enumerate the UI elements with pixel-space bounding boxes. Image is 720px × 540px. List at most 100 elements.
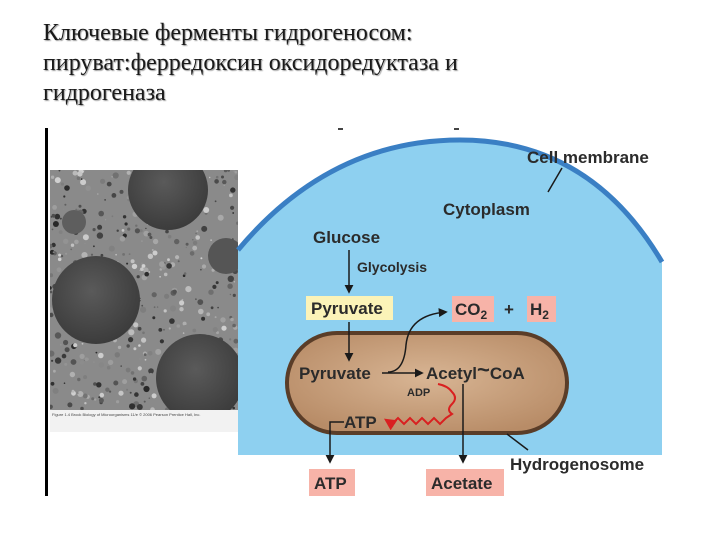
micrograph-speck (210, 306, 214, 310)
micrograph-speck (144, 271, 149, 277)
micrograph-speck (92, 361, 95, 364)
hydrogenosome-organelle (285, 331, 569, 435)
micrograph-speck (108, 245, 115, 252)
micrograph-speck (234, 174, 238, 181)
micrograph-speck (65, 252, 68, 255)
micrograph-speck (97, 193, 99, 195)
micrograph-speck (201, 225, 208, 232)
micrograph-image (50, 170, 238, 412)
h2-label: H2 (530, 300, 549, 322)
micrograph-organelle (62, 210, 86, 234)
micrograph-speck (172, 289, 177, 294)
micrograph-speck (152, 316, 156, 320)
micrograph-speck (83, 375, 88, 380)
micrograph-speck (121, 229, 125, 232)
micrograph-speck (111, 175, 113, 178)
cell-membrane-pointer (547, 167, 563, 193)
micrograph-speck (138, 344, 141, 347)
micrograph-speck (232, 293, 236, 297)
title-line-2: пируват:ферредоксин оксидоредуктаза и (43, 50, 458, 76)
micrograph-speck (130, 371, 135, 375)
micrograph-speck (208, 289, 214, 295)
micrograph-speck (149, 236, 153, 239)
micrograph-speck (50, 286, 52, 290)
micrograph-speck (144, 358, 147, 361)
micrograph-speck (74, 239, 79, 245)
micrograph-speck (96, 232, 104, 239)
micrograph-speck (229, 293, 232, 296)
micrograph-speck (133, 322, 139, 328)
micrograph-speck (215, 175, 219, 179)
micrograph-speck (128, 253, 131, 255)
micrograph-speck (209, 176, 211, 179)
micrograph-speck (117, 345, 122, 350)
micrograph-speck (64, 362, 68, 366)
micrograph-speck (115, 253, 117, 256)
micrograph-speck (57, 257, 62, 262)
micrograph-speck (223, 184, 225, 186)
left-divider-line (45, 128, 48, 496)
micrograph-speck (221, 175, 224, 179)
micrograph-speck (220, 317, 226, 323)
atp-export-arrow (325, 421, 344, 464)
title-line-1: Ключевые ферменты гидрогеносом: (43, 20, 413, 46)
micrograph-speck (192, 240, 198, 246)
micrograph-speck (60, 182, 64, 186)
micrograph-speck (62, 208, 65, 210)
micrograph-speck (159, 339, 164, 344)
micrograph-speck (50, 243, 53, 249)
micrograph-speck (134, 392, 139, 397)
micrograph-speck (179, 307, 184, 312)
micrograph-speck (56, 267, 62, 273)
micrograph-caption: Figure 1.4 Brock Biology of Microorganis… (50, 410, 238, 432)
micrograph-speck (189, 251, 195, 256)
micrograph-speck (113, 380, 119, 386)
micrograph-speck (119, 189, 124, 194)
micrograph-speck (63, 382, 66, 384)
micrograph-speck (63, 195, 66, 198)
micrograph-speck (128, 329, 135, 336)
micrograph-speck (167, 258, 170, 262)
micrograph-speck (212, 327, 218, 333)
micrograph-speck (141, 304, 144, 307)
micrograph-speck (139, 229, 143, 233)
micrograph-speck (153, 306, 156, 309)
micrograph-speck (63, 238, 69, 244)
micrograph-speck (195, 298, 197, 301)
glucose-label: Glucose (313, 228, 380, 247)
micrograph-speck (130, 259, 135, 264)
micrograph-speck (72, 170, 78, 176)
micrograph-speck (51, 228, 54, 231)
micrograph-speck (80, 406, 84, 411)
micrograph-speck (141, 375, 148, 382)
micrograph-speck (106, 365, 111, 370)
micrograph-speck (166, 263, 172, 269)
micrograph-speck (206, 312, 211, 317)
micrograph-speck (60, 254, 64, 258)
micrograph-speck (122, 215, 127, 219)
micrograph-speck (201, 264, 207, 269)
micrograph-speck (80, 178, 83, 180)
micrograph-speck (116, 229, 119, 232)
micrograph-speck (79, 360, 85, 365)
micrograph-speck (135, 224, 138, 227)
micrograph-speck (82, 234, 89, 241)
micrograph-speck (138, 357, 142, 361)
micrograph-speck (70, 248, 73, 251)
micrograph-speck (116, 400, 120, 404)
micrograph-speck (69, 371, 76, 378)
micrograph-speck (118, 390, 124, 396)
micrograph-speck (100, 253, 104, 257)
micrograph-speck (96, 382, 102, 388)
micrograph-speck (164, 293, 170, 299)
micrograph-speck (129, 391, 132, 394)
micrograph-speck (64, 203, 67, 206)
title-line-3: гидрогеназа (43, 80, 166, 106)
micrograph-speck (221, 325, 227, 331)
pyruvate-cytoplasm-label: Pyruvate (311, 299, 383, 318)
micrograph-speck (182, 321, 187, 326)
micrograph-speck (192, 245, 198, 251)
plus-sign: + (504, 300, 514, 319)
micrograph-speck (143, 385, 150, 393)
